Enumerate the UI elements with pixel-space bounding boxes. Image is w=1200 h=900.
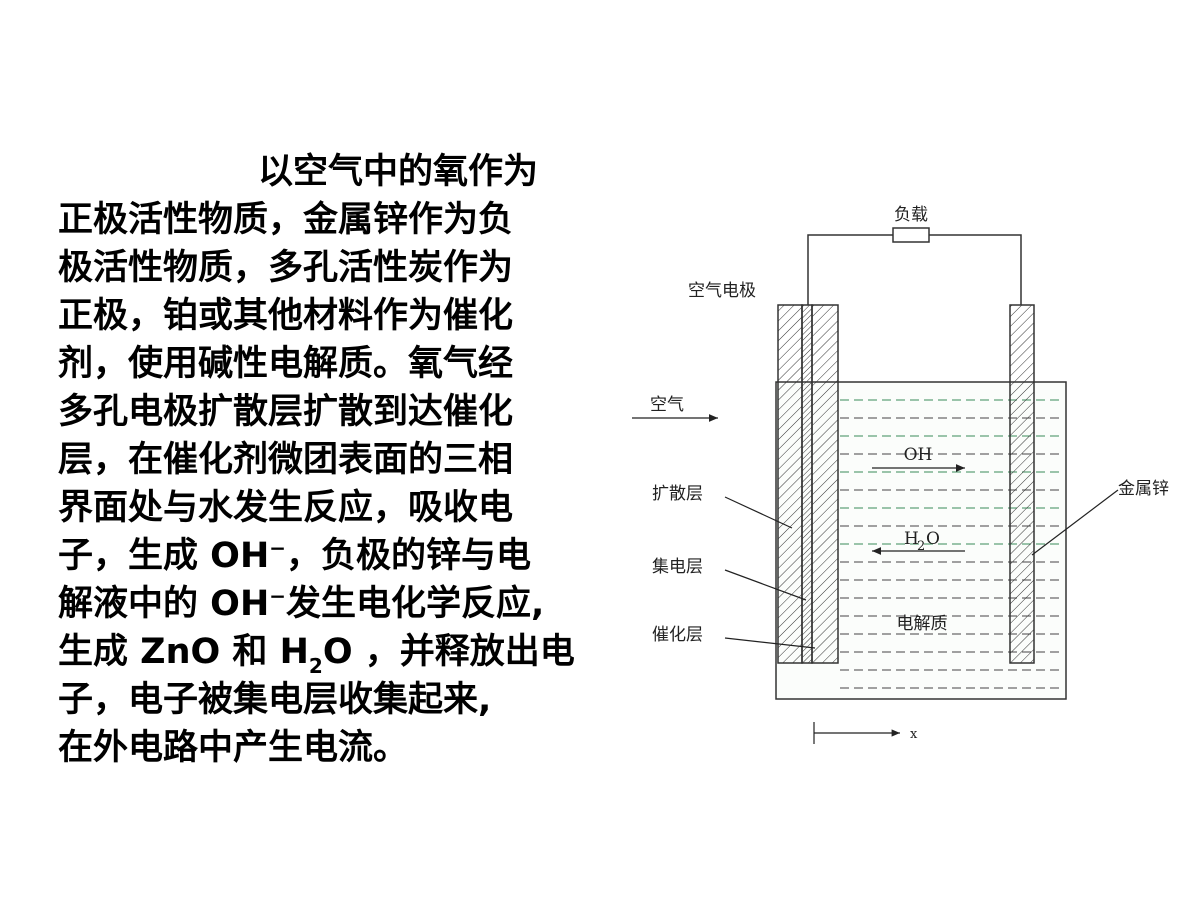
electrolyte-label: 电解质 — [897, 614, 948, 634]
paragraph-line: 剂，使用碱性电解质。氧气经 — [58, 344, 514, 384]
h2o-h: H — [904, 529, 919, 549]
x-axis-label: x — [910, 727, 918, 742]
paragraph-line: 生成 ZnO 和 H2O ，并释放出电 — [58, 628, 583, 678]
diffusion-layer-label: 扩散层 — [652, 484, 703, 504]
paragraph-line: 在外电路中产生电流。 — [58, 728, 409, 768]
text-segment: 发生电化学反应, — [286, 584, 545, 624]
paragraph-line: 界面处与水发生反应，吸收电 — [58, 488, 514, 528]
text-segment: 子，生成 OH — [58, 536, 270, 576]
superscript: − — [269, 536, 286, 560]
zinc-electrode — [1009, 304, 1035, 664]
text-segment: 生成 ZnO 和 H — [58, 632, 309, 672]
text-segment: O ，并释放出电 — [322, 632, 575, 672]
oh-label: OH — [904, 445, 933, 465]
paragraph-line: 层，在催化剂微团表面的三相 — [58, 440, 514, 480]
load-label: 负载 — [894, 205, 928, 225]
diffusion-layer-leader — [724, 496, 793, 529]
collector-layer-leader — [724, 569, 807, 601]
superscript: − — [269, 584, 286, 608]
collector-layer — [801, 304, 813, 664]
paragraph-line: 子，生成 OH−，负极的锌与电 — [58, 532, 583, 580]
h2o-subscript: 2 — [917, 539, 925, 554]
diffusion-layer — [777, 304, 803, 664]
paragraph-line: 以空气中的氧作为 — [258, 152, 539, 192]
h2o-o: O — [926, 529, 940, 549]
paragraph-line: 多孔电极扩散层扩散到达催化 — [58, 392, 514, 432]
circuit-wire-left — [807, 234, 893, 305]
catalyst-layer-label: 催化层 — [652, 625, 703, 645]
load-resistor — [892, 227, 930, 243]
paragraph-line: 解液中的 OH−发生电化学反应, — [58, 580, 583, 628]
zinc-air-battery-diagram: 负载 空气电极 空气 OH H 2 O 电解质 扩散层 集电层 催化层 金属锌 … — [632, 205, 1169, 744]
paragraph-line: 极活性物质，多孔活性炭作为 — [58, 248, 514, 288]
description-paragraph: 以空气中的氧作为 正极活性物质，金属锌作为负 极活性物质，多孔活性炭作为 正极，… — [58, 148, 583, 772]
paragraph-line: 正极，铂或其他材料作为催化 — [58, 296, 514, 336]
paragraph-line: 子，电子被集电层收集起来, — [58, 680, 492, 720]
air-label: 空气 — [650, 395, 684, 415]
subscript: 2 — [308, 654, 323, 678]
circuit-wire-right — [929, 234, 1022, 305]
h2o-label: H 2 O — [904, 529, 940, 554]
metal-zinc-leader — [1031, 489, 1119, 556]
air-electrode-label: 空气电极 — [688, 281, 756, 301]
paragraph-line: 正极活性物质，金属锌作为负 — [58, 200, 514, 240]
metal-zinc-label: 金属锌 — [1118, 479, 1169, 499]
catalyst-layer — [811, 304, 839, 664]
catalyst-layer-leader — [724, 637, 816, 649]
collector-layer-label: 集电层 — [652, 557, 703, 577]
text-segment: 解液中的 OH — [58, 584, 270, 624]
text-segment: ，负极的锌与电 — [286, 536, 532, 576]
